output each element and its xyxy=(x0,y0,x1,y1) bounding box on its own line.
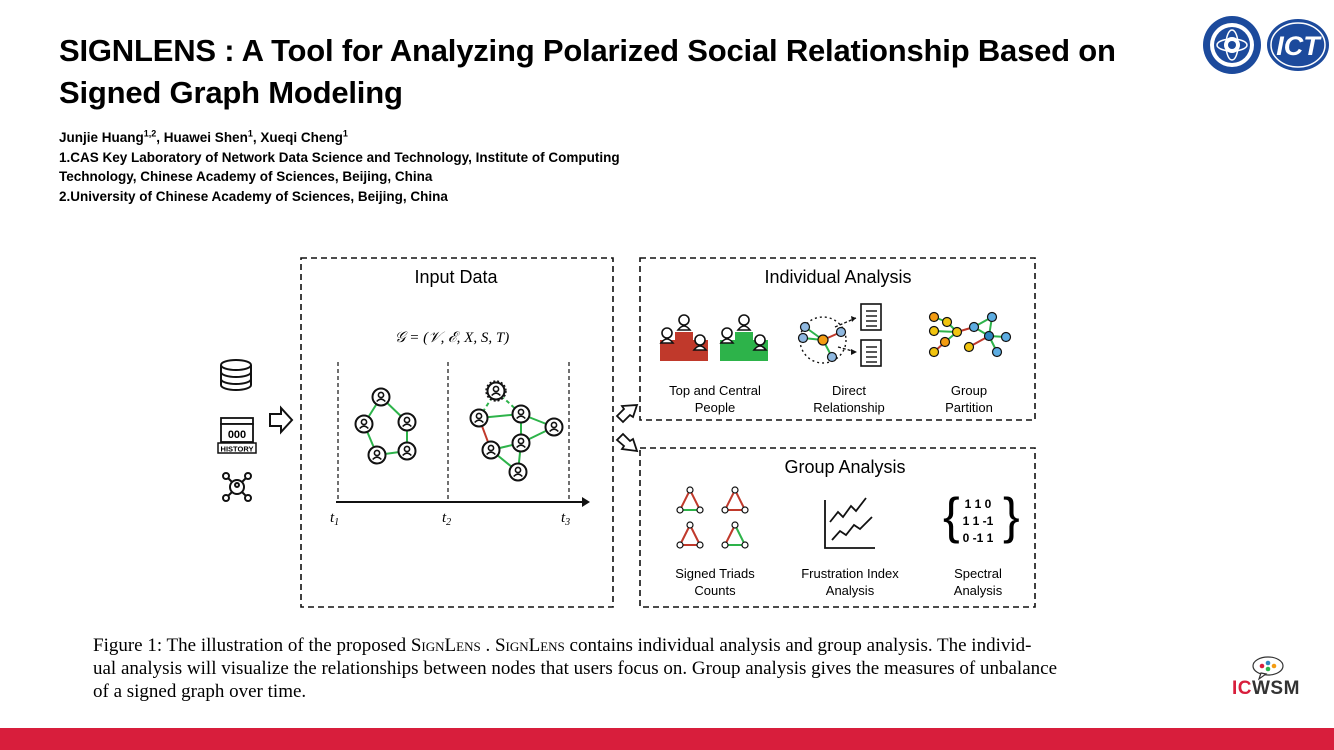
to-group-arrow-icon xyxy=(615,432,639,453)
svg-text:Counts: Counts xyxy=(694,583,736,598)
input-data-box xyxy=(300,257,614,608)
author-name: Huawei Shen xyxy=(163,130,248,145)
individual-analysis-title: Individual Analysis xyxy=(764,267,911,287)
author-list: Junjie Huang1,2, Huawei Shen1, Xueqi Che… xyxy=(59,128,348,145)
input-data-title: Input Data xyxy=(414,267,498,287)
time-label-t3: t3 xyxy=(561,510,570,528)
author-name: Junjie Huang xyxy=(59,130,144,145)
title-line-2: Signed Graph Modeling xyxy=(59,75,403,110)
figure-diagram: 000 HISTORY Input Data 𝒢 = (𝒱, ℰ, X, S, … xyxy=(217,257,1036,608)
icwsm-logo-icon xyxy=(1252,656,1284,681)
network-user-icon xyxy=(222,472,252,502)
figure-caption: Figure 1: The illustration of the propos… xyxy=(93,634,1173,703)
matrix-row: 0 -1 1 xyxy=(963,531,994,545)
matrix-row: 1 1 -1 xyxy=(963,514,994,528)
footer-bar xyxy=(0,728,1334,750)
caption-line-1: Figure 1: The illustration of the propos… xyxy=(93,635,1032,656)
group-item-3-label: Spectral Analysis xyxy=(954,566,1003,598)
caption-line-3: of a signed graph over time. xyxy=(93,681,307,702)
spectral-matrix-icon: { } 1 1 0 1 1 -1 0 -1 1 xyxy=(943,488,1020,545)
authors-block: Junjie Huang1,2, Huawei Shen1, Xueqi Che… xyxy=(59,128,759,206)
to-individual-arrow-icon xyxy=(615,404,639,424)
signed-triads-icon xyxy=(676,486,749,549)
svg-text:Top and Central: Top and Central xyxy=(669,383,761,398)
time-label-t1: t1 xyxy=(330,510,339,528)
signed-graph-t2 xyxy=(469,380,564,482)
tool-name: SignLens xyxy=(494,635,565,656)
podium-icon xyxy=(660,314,768,361)
institution-logos: ICT xyxy=(1203,16,1329,74)
author-affiliation-sup: 1,2 xyxy=(143,128,157,139)
ict-logo-text: ICT xyxy=(1276,31,1322,61)
author-affiliation-sup: 1 xyxy=(342,128,348,139)
group-partition-icon xyxy=(928,311,1012,358)
caption-line-2: ual analysis will visualize the relation… xyxy=(93,658,1057,679)
svg-text:Analysis: Analysis xyxy=(826,583,875,598)
author-affiliation-sup: 1 xyxy=(247,128,253,139)
history-icon: 000 HISTORY xyxy=(217,417,257,454)
svg-text:Relationship: Relationship xyxy=(813,400,885,415)
affiliation-1-line-1: 1.CAS Key Laboratory of Network Data Sci… xyxy=(59,149,620,165)
svg-text:Partition: Partition xyxy=(945,400,993,415)
tool-name: SignLens xyxy=(410,635,481,656)
paper-title: SIGNLENS : A Tool for Analyzing Polarize… xyxy=(59,30,1119,114)
individual-item-3-label: Group Partition xyxy=(945,383,993,415)
title-line-1: SIGNLENS : A Tool for Analyzing Polarize… xyxy=(59,33,1116,68)
matrix-row: 1 1 0 xyxy=(965,497,992,511)
icwsm-logo-text: ICWSM xyxy=(1232,678,1300,699)
signed-graph-t1 xyxy=(354,387,417,465)
svg-text:Signed Triads: Signed Triads xyxy=(675,566,755,581)
line-chart-icon xyxy=(824,497,875,549)
svg-text:Analysis: Analysis xyxy=(954,583,1003,598)
individual-item-1-label: Top and Central People xyxy=(669,383,761,415)
author-name: Xueqi Cheng xyxy=(260,130,343,145)
group-item-2-label: Frustration Index Analysis xyxy=(801,566,899,598)
svg-text:}: } xyxy=(1003,488,1020,544)
group-item-1-label: Signed Triads Counts xyxy=(675,566,755,598)
direct-relationship-icon xyxy=(797,303,882,367)
cas-logo xyxy=(1203,16,1261,74)
svg-text:Spectral: Spectral xyxy=(954,566,1002,581)
svg-text:People: People xyxy=(695,400,735,415)
affiliation-2: 2.University of Chinese Academy of Scien… xyxy=(59,188,448,204)
history-label: HISTORY xyxy=(221,445,254,454)
individual-analysis-box xyxy=(639,257,1036,421)
ict-logo: ICT xyxy=(1267,19,1329,71)
group-analysis-title: Group Analysis xyxy=(784,457,905,477)
graph-formula: 𝒢 = (𝒱, ℰ, X, S, T) xyxy=(395,330,509,346)
input-arrow-icon xyxy=(269,405,294,435)
svg-text:Frustration Index: Frustration Index xyxy=(801,566,899,581)
history-digits: 000 xyxy=(228,429,246,441)
svg-text:Group: Group xyxy=(951,383,987,398)
svg-text:Direct: Direct xyxy=(832,383,866,398)
individual-item-2-label: Direct Relationship xyxy=(813,383,885,415)
affiliation-1-line-2: Technology, Chinese Academy of Sciences,… xyxy=(59,169,433,184)
time-label-t2: t2 xyxy=(442,510,451,528)
group-analysis-box xyxy=(639,447,1036,608)
database-icon xyxy=(220,359,252,391)
svg-text:{: { xyxy=(943,488,960,544)
